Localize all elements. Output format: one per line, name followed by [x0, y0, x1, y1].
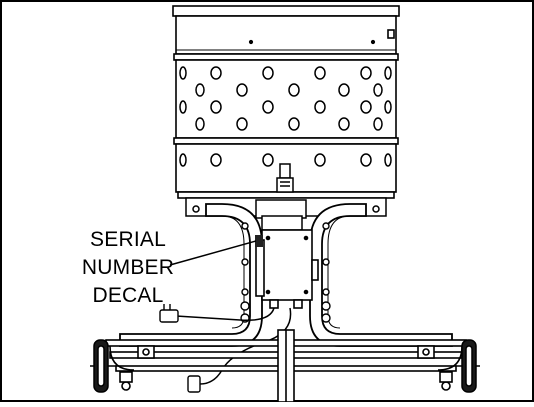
base-frame: [105, 329, 467, 403]
serial-number-decal-callout: SERIAL NUMBER DECAL: [72, 226, 184, 310]
callout-line-1: SERIAL: [90, 228, 166, 251]
drum-holes: [179, 66, 392, 167]
plug-bottom: [187, 375, 201, 393]
callout-line-2: NUMBER: [81, 256, 175, 279]
wheel-right: [456, 339, 480, 393]
wheel-left: [90, 339, 116, 393]
callout-leader-line: [169, 240, 257, 266]
control-box: [255, 229, 319, 309]
frame-leg-right: [309, 203, 453, 347]
serial-decal: [255, 235, 263, 247]
drum: [172, 5, 400, 199]
plug-left: [159, 304, 179, 323]
drain-spout: [276, 163, 294, 193]
callout-line-3: DECAL: [92, 284, 164, 307]
